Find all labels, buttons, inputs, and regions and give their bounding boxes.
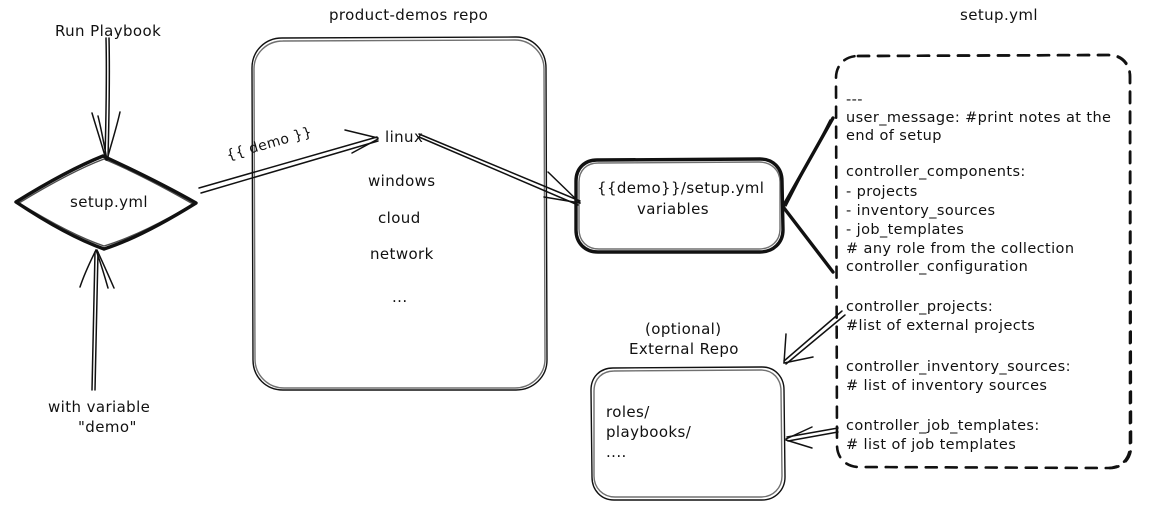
panel-line-8: # any role from the collection (846, 241, 1074, 257)
variables-box-line2: variables (637, 200, 709, 218)
repo-item-cloud: cloud (378, 209, 421, 227)
external-repo-title-line2: External Repo (629, 340, 739, 358)
panel-line-6: - inventory_sources (846, 203, 995, 219)
product-demos-repo-box (251, 36, 548, 391)
setup-yml-panel-title: setup.yml (960, 6, 1038, 24)
variables-box (574, 157, 785, 254)
panel-line-4: controller_components: (846, 164, 1026, 180)
with-variable-label-line2: "demo" (78, 418, 137, 436)
external-repo-item-playbooks: playbooks/ (606, 423, 692, 441)
templates-to-external-repo-arrow (785, 426, 839, 449)
with-variable-label-line1: with variable (48, 398, 150, 416)
panel-line-5: - projects (846, 184, 918, 200)
variables-box-line1: {{demo}}/setup.yml (597, 179, 764, 197)
panel-line-7: - job_templates (846, 222, 964, 238)
panel-line-14: controller_inventory_sources: (846, 359, 1071, 375)
repo-item-network: network (370, 245, 434, 263)
run-playbook-arrow (91, 37, 121, 161)
panel-line-0: --- (846, 92, 863, 108)
setup-yml-diamond (14, 154, 198, 251)
setup-yml-panel-border (834, 53, 1133, 470)
external-repo-item-ellipsis: .... (606, 443, 627, 461)
panel-line-18: # list of job templates (846, 437, 1016, 453)
repo-item-linux: linux (385, 128, 423, 146)
panel-line-12: #list of external projects (846, 318, 1035, 334)
demo-arrow (198, 129, 379, 194)
projects-to-external-repo-arrow (783, 310, 846, 365)
demo-arrow-label: {{ demo }} (225, 124, 314, 164)
panel-line-9: controller_configuration (846, 259, 1028, 275)
with-variable-arrow (79, 249, 115, 391)
panel-line-1: user_message: #print notes at the (846, 110, 1111, 126)
external-repo-title-line1: (optional) (645, 320, 722, 338)
panel-line-17: controller_job_templates: (846, 418, 1040, 434)
product-demos-repo-title: product-demos repo (329, 6, 488, 24)
panel-line-15: # list of inventory sources (846, 378, 1047, 394)
panel-to-variables-connector (782, 116, 835, 274)
external-repo-item-roles: roles/ (606, 403, 650, 421)
run-playbook-label: Run Playbook (55, 22, 161, 40)
external-repo-box (590, 366, 786, 501)
panel-line-2: end of setup (846, 128, 942, 144)
setup-yml-diamond-label: setup.yml (70, 193, 148, 211)
repo-item-ellipsis: ... (392, 288, 408, 306)
setup-yml-panel-lines: --- user_message: #print notes at the en… (846, 92, 1111, 453)
linux-to-variables-arrow (418, 133, 581, 206)
panel-line-11: controller_projects: (846, 299, 993, 315)
repo-item-windows: windows (368, 172, 436, 190)
